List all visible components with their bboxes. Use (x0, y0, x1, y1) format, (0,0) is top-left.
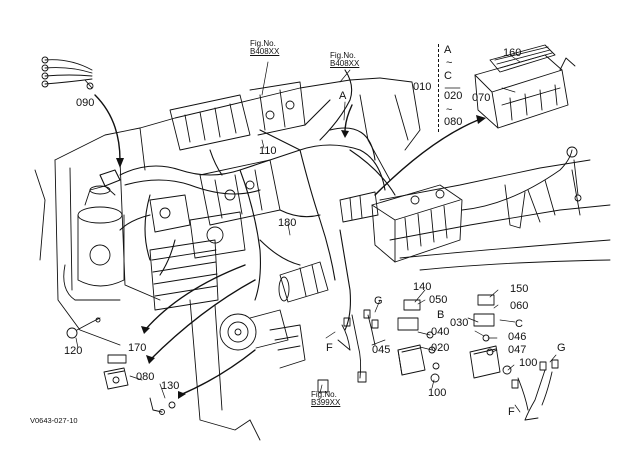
part-label-080: 080 (136, 371, 155, 383)
part-label-060: 060 (510, 300, 529, 312)
range-mark-c: C (444, 70, 452, 82)
part-label-010: 010 (413, 81, 432, 93)
fig-ref-3: Fig.No. B399XX (311, 390, 341, 408)
part-label-100: 100 (428, 387, 447, 399)
range-mark-a: A (444, 44, 452, 56)
leader-lines (75, 54, 557, 413)
connector-harness-g2 (511, 359, 559, 421)
engine-harness-cluster (149, 81, 306, 259)
part-label-030: 030 (450, 317, 469, 329)
fig-ref-label: Fig.No. (250, 39, 276, 48)
part-label-046: 046 (508, 331, 527, 343)
connector-letter-c: C (515, 318, 523, 330)
fig-ref-number: B399XX (311, 398, 341, 408)
connector-letter-b: B (437, 309, 445, 321)
chassis-outline (34, 77, 611, 441)
relay-group-right (469, 294, 512, 379)
relay-group-center (397, 299, 440, 383)
fig-ref-2: Fig.No. B408XX (330, 51, 360, 69)
part-label-020: 020 (431, 342, 450, 354)
connector-harness-g1 (337, 309, 379, 383)
connector-letter-g: G (557, 342, 566, 354)
connector-letter-g: G (374, 295, 383, 307)
part-label-180: 180 (278, 217, 297, 229)
connector-letter-a: A (339, 90, 347, 102)
part-label-040: 040 (431, 326, 450, 338)
part-label-050: 050 (429, 294, 448, 306)
pointer-arrows (94, 94, 479, 396)
fig-ref-number: B408XX (250, 47, 280, 57)
range-mark-tilde: ~ (446, 104, 453, 116)
part-label-100: 100 (519, 357, 538, 369)
part-label-047: 047 (508, 344, 527, 356)
connector-letter-f: F (508, 406, 515, 418)
fig-ref-label: Fig.No. (311, 390, 337, 399)
part-label-020: 020 (444, 90, 463, 102)
relay-170-080 (103, 354, 129, 390)
connector-letter-f: F (326, 342, 333, 354)
part-label-160: 160 (503, 47, 522, 59)
control-unit (339, 184, 463, 263)
fig-ref-label: Fig.No. (330, 51, 356, 60)
part-label-110: 110 (259, 145, 277, 157)
right-cable (461, 146, 582, 211)
fuel-tank (63, 185, 125, 301)
part-label-170: 170 (128, 342, 147, 354)
fig-ref-number: B408XX (330, 59, 360, 69)
starter-motor (278, 261, 329, 303)
part-label-130: 130 (161, 380, 180, 392)
fuse-box (474, 44, 576, 129)
range-bracket (438, 44, 439, 132)
alternator (219, 309, 306, 369)
part-label-140: 140 (413, 281, 432, 293)
cable-spray (41, 56, 94, 90)
fig-ref-1: Fig.No. B408XX (250, 39, 280, 57)
part-label-150: 150 (510, 283, 529, 295)
sensor-120 (66, 317, 101, 339)
part-label-080: 080 (444, 116, 463, 128)
figure-code: V0643-027-10 (30, 416, 78, 425)
sensor-130 (149, 397, 176, 415)
part-label-090: 090 (76, 97, 95, 109)
fuse-b399 (317, 379, 329, 393)
part-label-070: 070 (472, 92, 491, 104)
part-label-120: 120 (64, 345, 83, 357)
range-mark-tilde: ~ (446, 57, 453, 69)
harness-wires (99, 69, 396, 331)
part-label-045: 045 (372, 344, 391, 356)
